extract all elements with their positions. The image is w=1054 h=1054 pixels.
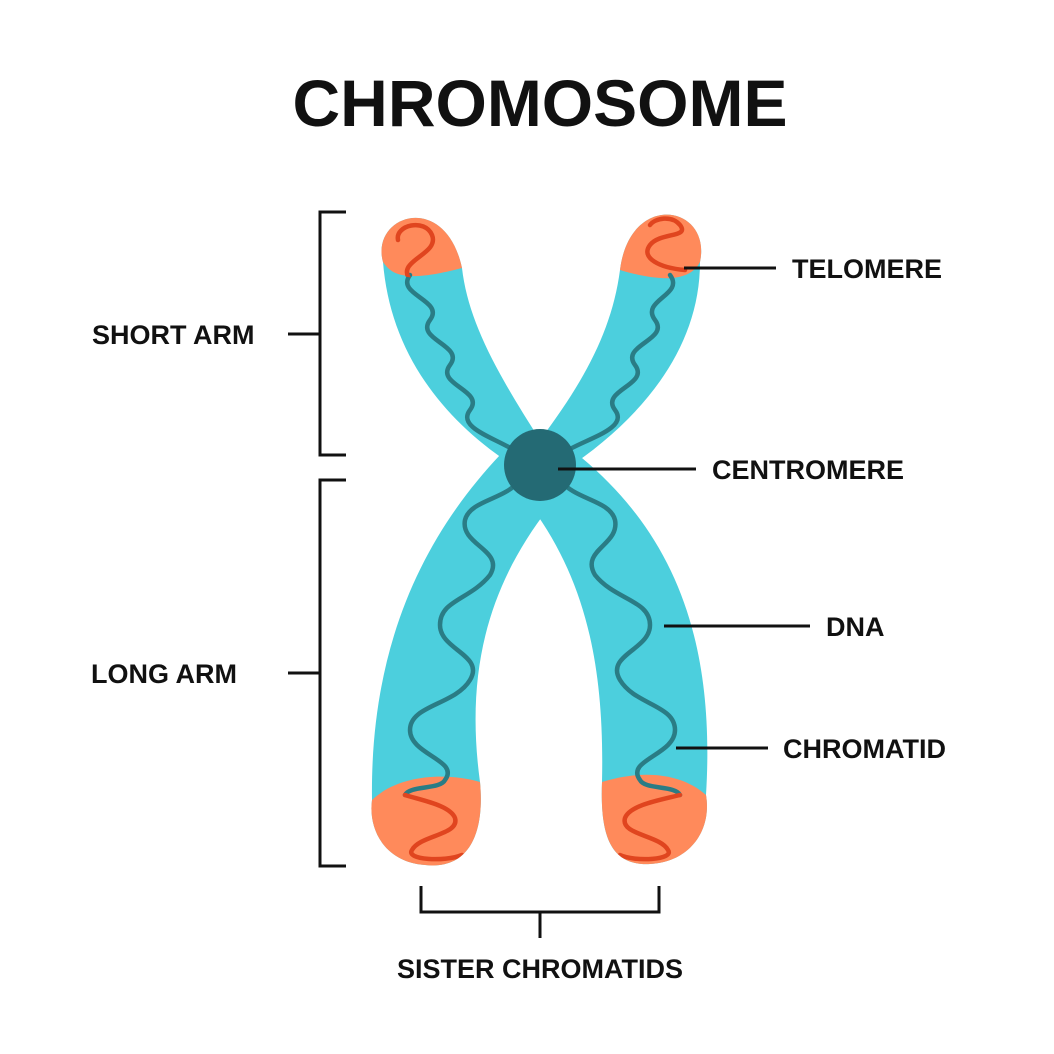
upper-right-chromatid bbox=[540, 214, 702, 470]
long-arm-bracket bbox=[288, 478, 346, 868]
dna-strand-lower-right bbox=[557, 477, 683, 798]
dna-strand-upper-left bbox=[405, 272, 523, 458]
dna-strands bbox=[402, 272, 683, 798]
telomere-dna-upper-left bbox=[395, 222, 436, 279]
lower-right-chromatid bbox=[510, 458, 708, 865]
dna-strand-upper-right bbox=[557, 272, 676, 458]
short-arm-label: SHORT ARM bbox=[92, 320, 255, 350]
telomere-dna-lower-left bbox=[402, 792, 465, 862]
telomere-dna bbox=[395, 216, 688, 862]
telomere-cap-lower-left bbox=[371, 776, 481, 866]
sister-chromatids-label: SISTER CHROMATIDS bbox=[397, 954, 683, 984]
dna-label: DNA bbox=[826, 612, 885, 642]
centromere bbox=[504, 429, 576, 501]
dna-strand-lower-left bbox=[402, 477, 523, 798]
telomere-dna-lower-right bbox=[617, 792, 683, 862]
short-arm-bracket bbox=[288, 210, 346, 457]
chromatid-label: CHROMATID bbox=[783, 734, 946, 764]
sister-chromatids-bracket bbox=[419, 886, 661, 938]
chromatid-shapes bbox=[371, 214, 708, 866]
centromere-label: CENTROMERE bbox=[712, 455, 904, 485]
telomere-dna-upper-right bbox=[645, 216, 688, 273]
upper-left-chromatid bbox=[381, 217, 540, 470]
leader-lines bbox=[558, 266, 810, 750]
diagram-title: CHROMOSOME bbox=[293, 66, 788, 140]
long-arm-label: LONG ARM bbox=[91, 659, 237, 689]
telomere-label: TELOMERE bbox=[792, 254, 942, 284]
